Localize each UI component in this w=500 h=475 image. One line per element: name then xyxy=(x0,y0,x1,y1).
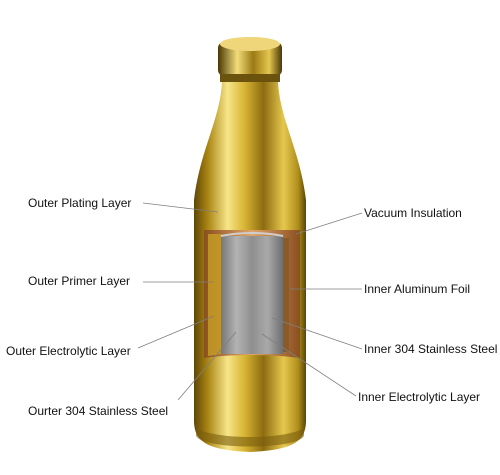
leader-inner-304 xyxy=(271,317,363,350)
label-outer-304-stainless-steel: Ourter 304 Stainless Steel xyxy=(28,404,169,418)
label-outer-electrolytic-layer: Outer Electrolytic Layer xyxy=(6,344,131,358)
label-outer-plating-layer: Outer Plating Layer xyxy=(28,196,132,210)
leader-inner-electrolytic xyxy=(261,333,357,397)
leader-vacuum xyxy=(295,212,363,235)
label-inner-304-stainless-steel: Inner 304 Stainless Steel xyxy=(364,342,498,356)
leader-lines xyxy=(137,202,363,401)
bottle-cap xyxy=(218,37,282,82)
label-inner-aluminum-foil: Inner Aluminum Foil xyxy=(364,282,471,296)
leader-outer-electrolytic xyxy=(137,315,215,349)
cutaway-section xyxy=(204,230,300,358)
leader-outer-304 xyxy=(177,331,237,401)
label-outer-primer-layer: Outer Primer Layer xyxy=(28,274,131,288)
label-inner-electrolytic-layer: Inner Electrolytic Layer xyxy=(358,390,481,404)
label-vacuum-insulation: Vacuum Insulation xyxy=(364,206,462,220)
leader-outer-plating xyxy=(142,202,219,213)
bottle-base xyxy=(196,428,304,447)
